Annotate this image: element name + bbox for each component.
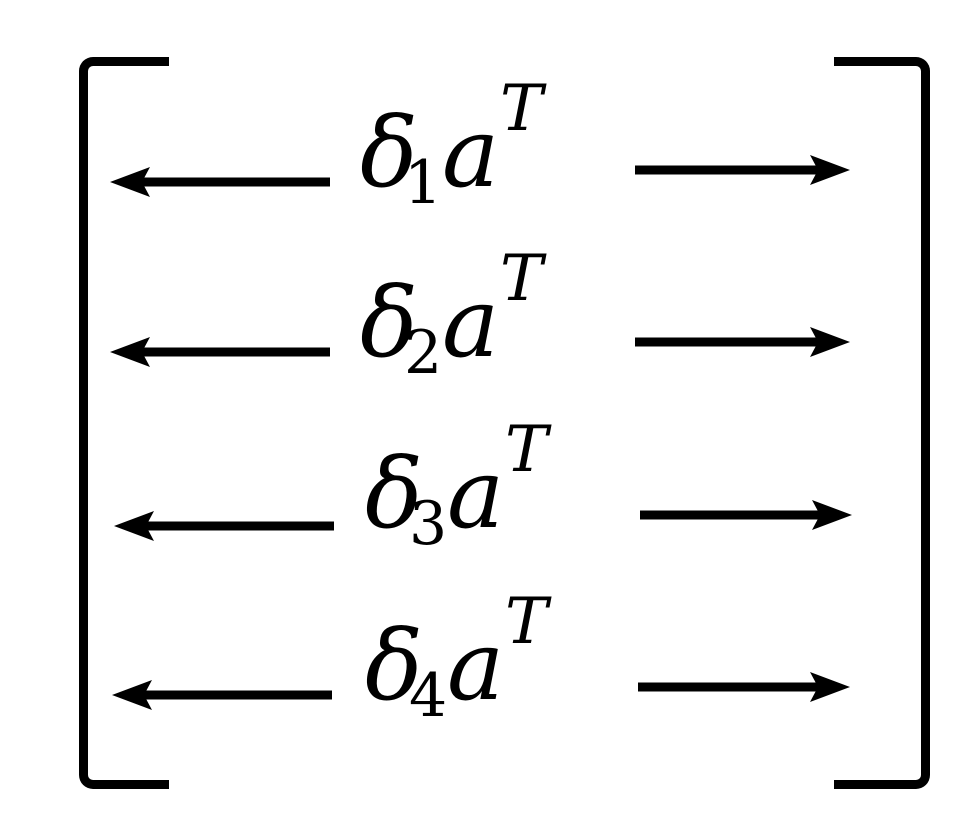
right-arrow-icon [635, 155, 850, 185]
delta-symbol: δ [360, 97, 418, 209]
row-expression: δ 1 a T [360, 77, 620, 245]
matrix-row-2: δ 2 a T [100, 247, 860, 415]
transpose-superscript: T [500, 242, 543, 316]
transpose-superscript: T [505, 585, 548, 659]
transpose-superscript: T [505, 413, 548, 487]
matrix-row-3: δ 3 a T [100, 418, 860, 586]
delta-symbol: δ [365, 438, 423, 550]
row-expression: δ 2 a T [360, 247, 620, 415]
row-subscript: 3 [409, 489, 448, 559]
activation-variable: a [442, 267, 500, 379]
delta-symbol: δ [360, 267, 418, 379]
row-subscript: 1 [404, 148, 443, 218]
activation-variable: a [447, 438, 505, 550]
right-arrow-icon [640, 500, 852, 530]
delta-symbol: δ [365, 610, 423, 722]
row-expression: δ 3 a T [365, 418, 625, 586]
activation-variable: a [442, 97, 500, 209]
left-arrow-icon [110, 337, 330, 367]
row-subscript: 2 [404, 318, 443, 388]
activation-variable: a [447, 610, 505, 722]
left-arrow-icon [110, 167, 330, 197]
right-bracket [834, 57, 930, 789]
row-expression: δ 4 a T [365, 590, 625, 758]
left-arrow-icon [114, 511, 334, 541]
matrix-row-1: δ 1 a T [100, 77, 860, 245]
transpose-superscript: T [500, 72, 543, 146]
row-subscript: 4 [409, 661, 448, 731]
right-arrow-icon [638, 672, 850, 702]
left-bracket [79, 57, 169, 789]
right-arrow-icon [635, 327, 850, 357]
left-arrow-icon [112, 680, 332, 710]
matrix-row-4: δ 4 a T [100, 590, 860, 758]
